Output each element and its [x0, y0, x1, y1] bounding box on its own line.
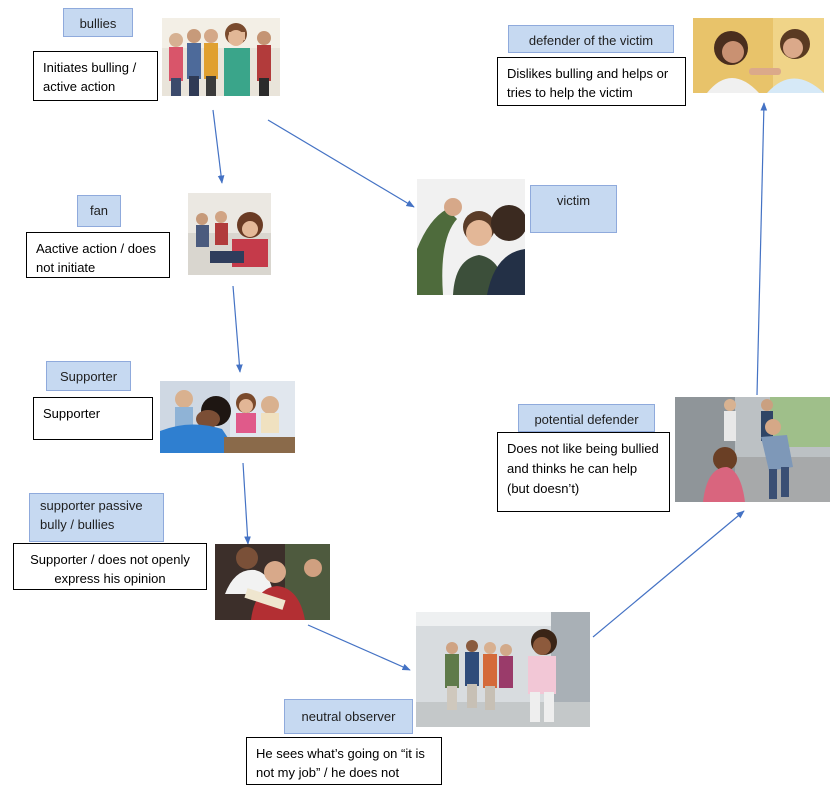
potential-defender-description: Does not like being bullied and thinks h… — [497, 432, 670, 512]
bullies-description: Initiates bulling / active action — [33, 51, 158, 101]
supporter-photo-icon — [160, 381, 295, 453]
supporter-label: Supporter — [46, 361, 131, 391]
fan-label: fan — [77, 195, 121, 227]
arrow-potential-defender-to-defender — [756, 102, 768, 396]
fan-photo-icon — [188, 193, 271, 275]
victim-label: victim — [530, 185, 617, 233]
neutral-observer-label: neutral observer — [284, 699, 413, 734]
bullies-label: bullies — [63, 8, 133, 37]
arrow-bullies-to-victim — [267, 119, 415, 208]
arrow-passive-bully-to-neutral-observer — [307, 624, 411, 671]
neutral-observer-photo-icon — [416, 612, 590, 727]
potential-defender-label: potential defender — [518, 404, 655, 432]
defender-description: Dislikes bulling and helps or tries to h… — [497, 57, 686, 106]
passive-bully-photo-icon — [215, 544, 330, 620]
supporter-description: Supporter — [33, 397, 153, 440]
arrow-supporter-to-passive-bully — [242, 462, 251, 545]
passive-bully-label: supporter passive bully / bullies — [29, 493, 164, 542]
defender-label: defender of the victim — [508, 25, 674, 53]
arrow-neutral-observer-to-potential-defender — [592, 510, 745, 638]
potential-defender-photo-icon — [675, 397, 830, 502]
defender-photo-icon — [693, 18, 824, 93]
victim-photo-icon — [417, 179, 525, 295]
arrow-bullies-to-fan — [212, 109, 225, 184]
fan-description: Aactive action / does not initiate — [26, 232, 170, 278]
arrow-fan-to-supporter — [232, 285, 243, 373]
neutral-observer-description: He sees what’s going on “it is not my jo… — [246, 737, 442, 785]
passive-bully-description: Supporter / does not openly express his … — [13, 543, 207, 590]
bullies-photo-icon — [162, 18, 280, 96]
